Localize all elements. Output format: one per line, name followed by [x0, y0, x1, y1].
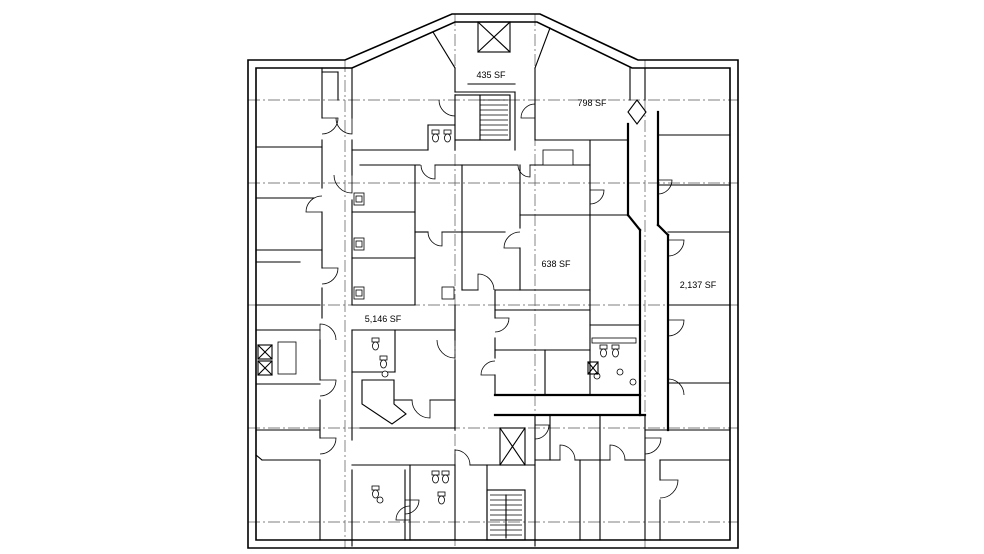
- door-swing: [395, 505, 411, 521]
- toilet-bowl: [444, 133, 451, 143]
- door-swing: [477, 273, 495, 291]
- toilet-bowl: [612, 348, 619, 358]
- door-swing: [404, 499, 420, 515]
- elevator-shaft: [257, 360, 273, 376]
- door-swing: [657, 179, 673, 195]
- door-swing: [520, 103, 536, 119]
- fixture-counter: [542, 149, 574, 166]
- toilet-tank: [443, 129, 452, 135]
- door-swing: [321, 117, 339, 135]
- door-swing: [319, 379, 337, 397]
- toilet-bowl: [600, 348, 607, 358]
- sink: [376, 496, 384, 504]
- toilet-bowl: [372, 341, 379, 351]
- fixture-basin: [355, 289, 363, 297]
- door-swing: [644, 437, 662, 455]
- exterior-wall-outer: [247, 13, 739, 549]
- reception-desk: [361, 379, 407, 425]
- toilet-tank: [599, 344, 608, 350]
- elevator-cross: [499, 427, 526, 466]
- door-swing: [436, 339, 456, 359]
- toilet-tank: [441, 470, 450, 476]
- elevator-cross: [477, 21, 511, 53]
- toilet-tank: [371, 485, 380, 491]
- door-swing: [667, 319, 685, 337]
- area-label-lobby: 435 SF: [476, 70, 506, 80]
- door-swing: [319, 323, 337, 341]
- door-swing: [438, 99, 456, 117]
- elevator-shaft: [477, 21, 511, 53]
- wall-segment: [534, 27, 551, 69]
- fixture-counter: [441, 286, 455, 300]
- elevator-cross: [257, 360, 273, 376]
- door-swing: [335, 117, 353, 135]
- stair-north: [454, 94, 511, 141]
- exterior-wall-inner: [255, 21, 731, 541]
- toilet-tank: [437, 491, 446, 497]
- stairwells: [454, 94, 526, 541]
- door-swing: [609, 444, 626, 461]
- door-swing: [589, 189, 605, 205]
- area-label-main-suite: 5,146 SF: [365, 314, 402, 324]
- fixture-counter: [591, 337, 637, 344]
- interior-walls: [255, 27, 731, 547]
- toilet-tank: [431, 129, 440, 135]
- heavy-wall-segment: [656, 223, 670, 237]
- toilet-tank: [611, 344, 620, 350]
- elevator-shaft: [257, 344, 273, 360]
- door-swing: [667, 378, 685, 396]
- toilet-tank: [371, 337, 380, 343]
- toilet-bowl: [438, 495, 445, 505]
- area-label-east-suite: 2,137 SF: [680, 280, 717, 290]
- door-swing: [305, 195, 323, 213]
- heavy-wall-segment: [626, 213, 642, 232]
- corner-door-frame: [627, 99, 647, 125]
- door-swing: [534, 424, 550, 440]
- elevator-shaft: [587, 361, 599, 375]
- door-swing: [517, 164, 531, 178]
- sink: [616, 368, 624, 376]
- door-swing: [503, 231, 521, 249]
- fixture-counter: [277, 341, 297, 375]
- door-swing: [454, 449, 471, 466]
- toilet-bowl: [442, 474, 449, 484]
- elevator-shaft: [499, 427, 526, 466]
- door-swing: [494, 317, 510, 333]
- elevator-shafts: [257, 21, 599, 466]
- fixture-basin: [355, 240, 363, 248]
- toilet-tank: [379, 355, 388, 361]
- door-swing: [559, 444, 576, 461]
- toilet-tank: [431, 470, 440, 476]
- door-swing: [427, 231, 443, 247]
- door-swing: [321, 267, 339, 285]
- wall-segment: [432, 31, 456, 69]
- door-swings: [305, 99, 685, 521]
- door-swing: [420, 164, 436, 180]
- wall-segment: [255, 454, 263, 461]
- toilet-bowl: [380, 359, 387, 369]
- door-swing: [411, 399, 431, 419]
- door-swing: [319, 437, 337, 455]
- plumbing-fixtures: [277, 129, 637, 505]
- sink: [629, 378, 637, 386]
- toilet-bowl: [432, 133, 439, 143]
- toilet-bowl: [432, 474, 439, 484]
- door-swing: [333, 174, 353, 194]
- exterior-walls: [247, 13, 739, 549]
- elevator-cross: [257, 344, 273, 360]
- area-label-top-right-suite: 798 SF: [577, 98, 607, 108]
- fixture-basin: [355, 195, 363, 203]
- door-swing: [480, 360, 496, 376]
- area-labels: 435 SF 798 SF 638 SF 5,146 SF 2,137 SF: [365, 70, 717, 324]
- door-swing: [667, 239, 685, 257]
- elevator-cross: [587, 361, 599, 375]
- door-swing: [659, 479, 679, 499]
- sink: [381, 370, 389, 378]
- area-label-center-suite: 638 SF: [541, 259, 571, 269]
- toilet-bowl: [372, 489, 379, 499]
- stair-south: [486, 489, 526, 541]
